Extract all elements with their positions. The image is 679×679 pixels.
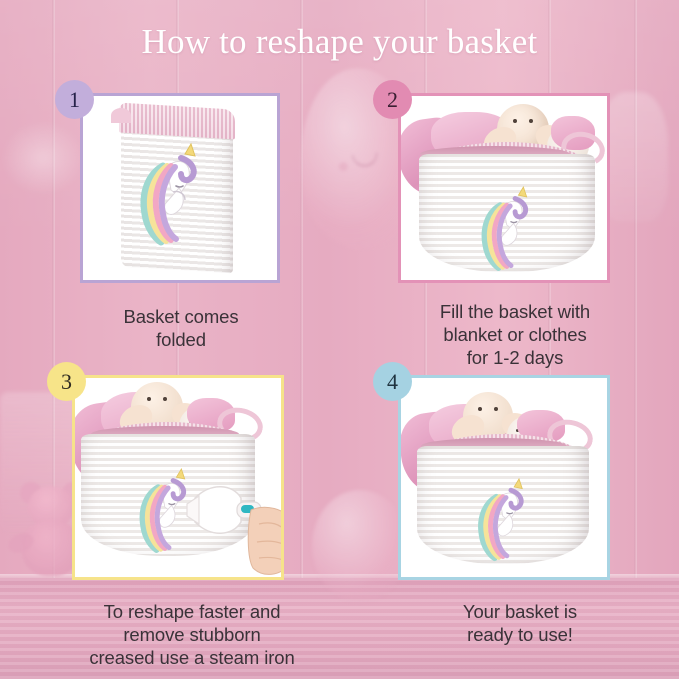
hand-icon (247, 504, 281, 577)
unicorn-embroidery-icon (463, 182, 549, 278)
step-caption-2: Fill the basket with blanket or clothes … (370, 300, 660, 369)
step-number-3: 3 (61, 368, 72, 394)
caption-line: folded (156, 329, 206, 350)
unicorn-embroidery-icon (127, 138, 213, 254)
step-card-4: 4 (373, 362, 610, 580)
step-1-photo (80, 93, 280, 283)
step-card-3: 3 (47, 362, 284, 580)
caption-line: Your basket is (462, 601, 578, 622)
step-caption-4: Your basket is ready to use! (380, 600, 660, 646)
step-4-photo (398, 375, 610, 580)
wall-plank-line (300, 0, 303, 600)
step-badge-4: 4 (373, 362, 412, 401)
step-number-2: 2 (387, 86, 398, 112)
step-card-2: 2 (373, 80, 610, 283)
wall-plank-line (424, 0, 427, 600)
floor-background (0, 578, 679, 679)
step-badge-1: 1 (55, 80, 94, 119)
page-title: How to reshape your basket (141, 22, 538, 61)
caption-line: blanket or clothes (443, 324, 587, 345)
step-2-photo (398, 93, 610, 283)
step-caption-1: Basket comes folded (46, 305, 316, 351)
basket-handle (111, 108, 131, 123)
unicorn-embroidery-icon (459, 474, 545, 568)
wall-plank-line (52, 0, 55, 600)
caption-line: for 1-2 days (466, 347, 564, 368)
caption-line: remove stubborn (123, 624, 261, 645)
wall-plank-line (548, 0, 551, 600)
step-number-1: 1 (69, 86, 80, 112)
step-3-photo (72, 375, 284, 580)
step-badge-3: 3 (47, 362, 86, 401)
caption-line: Basket comes (123, 306, 239, 327)
pink-blanket (551, 116, 595, 150)
step-number-4: 4 (387, 368, 398, 394)
caption-line: creased use a steam iron (89, 647, 295, 668)
caption-line: Fill the basket with (439, 301, 591, 322)
caption-line: ready to use! (467, 624, 573, 645)
step-badge-2: 2 (373, 80, 412, 119)
wall-plank-line (634, 0, 637, 600)
step-caption-3: To reshape faster and remove stubborn cr… (42, 600, 342, 669)
wall-plank-line (176, 0, 179, 600)
unicorn-embroidery-icon (121, 464, 207, 560)
caption-line: To reshape faster and (103, 601, 281, 622)
step-card-1: 1 (55, 80, 280, 283)
